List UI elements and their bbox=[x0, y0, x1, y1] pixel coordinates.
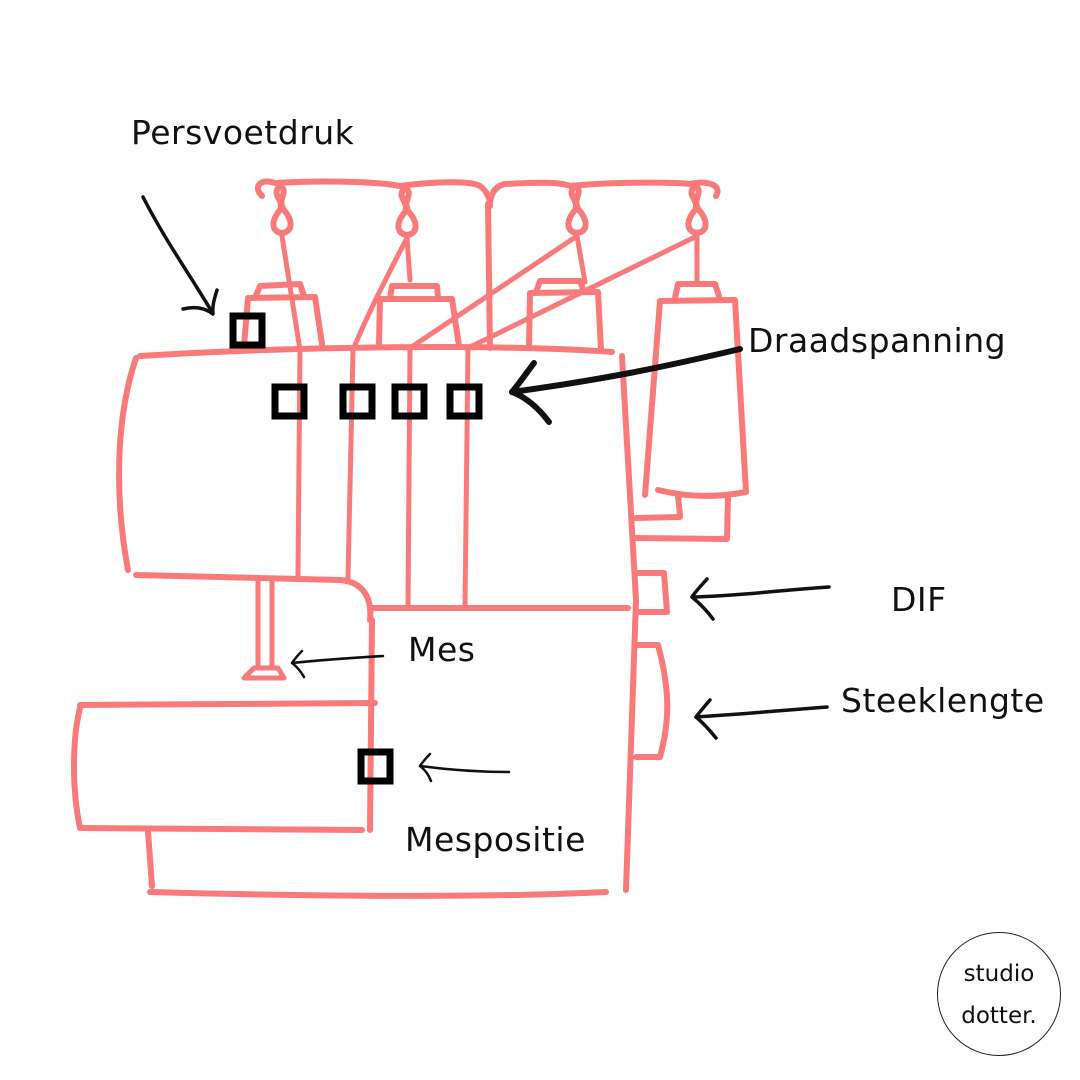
arrow-mes bbox=[290, 649, 385, 679]
marker-persvoetdruk bbox=[229, 312, 266, 349]
label-persvoetdruk: Persvoetdruk bbox=[131, 113, 355, 152]
knife bbox=[241, 579, 287, 681]
marker-draadspanning-4 bbox=[446, 383, 483, 420]
marker-mespositie bbox=[357, 748, 394, 785]
lower-body bbox=[71, 617, 609, 899]
arrow-persvoetdruk bbox=[141, 195, 219, 316]
thread-loop-2 bbox=[395, 185, 419, 238]
dif-knob-shape bbox=[633, 570, 670, 615]
thread-loop-1 bbox=[270, 183, 294, 236]
thread-guide-bar bbox=[255, 178, 721, 351]
marker-draadspanning-2 bbox=[339, 383, 376, 420]
marker-draadspanning-1 bbox=[271, 383, 308, 420]
spools bbox=[241, 278, 749, 542]
thread-loop-3 bbox=[565, 183, 589, 236]
right-body bbox=[619, 353, 671, 893]
arrows bbox=[141, 195, 831, 783]
arrow-draadspanning bbox=[509, 346, 743, 425]
logo-line-1: studio bbox=[963, 961, 1035, 987]
label-dif: DIF bbox=[891, 580, 947, 619]
top-housing bbox=[116, 344, 631, 623]
arrow-dif bbox=[690, 577, 831, 621]
label-mespositie: Mespositie bbox=[405, 820, 586, 859]
label-draadspanning: Draadspanning bbox=[748, 321, 1007, 360]
studio-dotter-logo: studio dotter. bbox=[937, 932, 1061, 1056]
thread-loop-4 bbox=[685, 183, 709, 236]
markers bbox=[229, 312, 483, 785]
logo-line-2: dotter. bbox=[961, 1003, 1037, 1029]
label-steeklengte: Steeklengte bbox=[841, 681, 1045, 720]
stitch-length-dial-shape bbox=[633, 642, 671, 760]
label-mes: Mes bbox=[408, 630, 476, 669]
marker-draadspanning-3 bbox=[391, 383, 428, 420]
arrow-mespositie bbox=[418, 752, 511, 783]
arrow-steeklengte bbox=[694, 698, 829, 740]
